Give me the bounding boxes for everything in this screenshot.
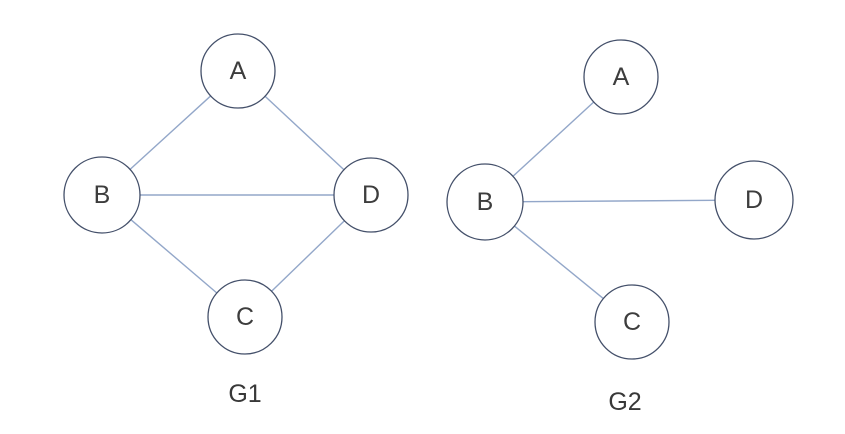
node-g1-c: C [207, 279, 283, 355]
node-label: B [94, 181, 111, 209]
graph-caption-g2: G2 [608, 388, 641, 416]
node-g1-b: B [63, 156, 141, 234]
node-circle [200, 33, 276, 109]
node-circle [714, 160, 794, 240]
node-circle [594, 284, 670, 360]
node-g2-c: C [594, 284, 670, 360]
node-g2-d: D [714, 160, 794, 240]
node-circle [63, 156, 141, 234]
graph-g1: A B D C G1 [63, 33, 409, 408]
node-g1-a: A [200, 33, 276, 109]
edge-g1-a-d [264, 95, 345, 171]
edge-g1-a-b [129, 95, 212, 170]
node-g2-a: A [583, 39, 659, 115]
node-g1-d: D [333, 157, 409, 233]
edge-g1-c-d [271, 220, 345, 292]
node-label: A [613, 63, 630, 91]
edge-g2-b-d [522, 199, 716, 203]
edge-g2-b-a [512, 101, 595, 177]
node-circle [446, 163, 524, 241]
node-label: B [477, 188, 494, 216]
node-label: A [230, 57, 247, 85]
node-label: C [236, 303, 254, 331]
node-label: C [623, 308, 641, 336]
edge-g2-b-c [513, 225, 604, 300]
node-label: D [362, 181, 380, 209]
edge-g1-b-c [130, 219, 218, 294]
node-circle [333, 157, 409, 233]
graph-g2: A B D C G2 [446, 39, 794, 416]
node-label: D [745, 186, 763, 214]
node-circle [583, 39, 659, 115]
graph-caption-g1: G1 [228, 380, 261, 408]
node-g2-b: B [446, 163, 524, 241]
node-circle [207, 279, 283, 355]
